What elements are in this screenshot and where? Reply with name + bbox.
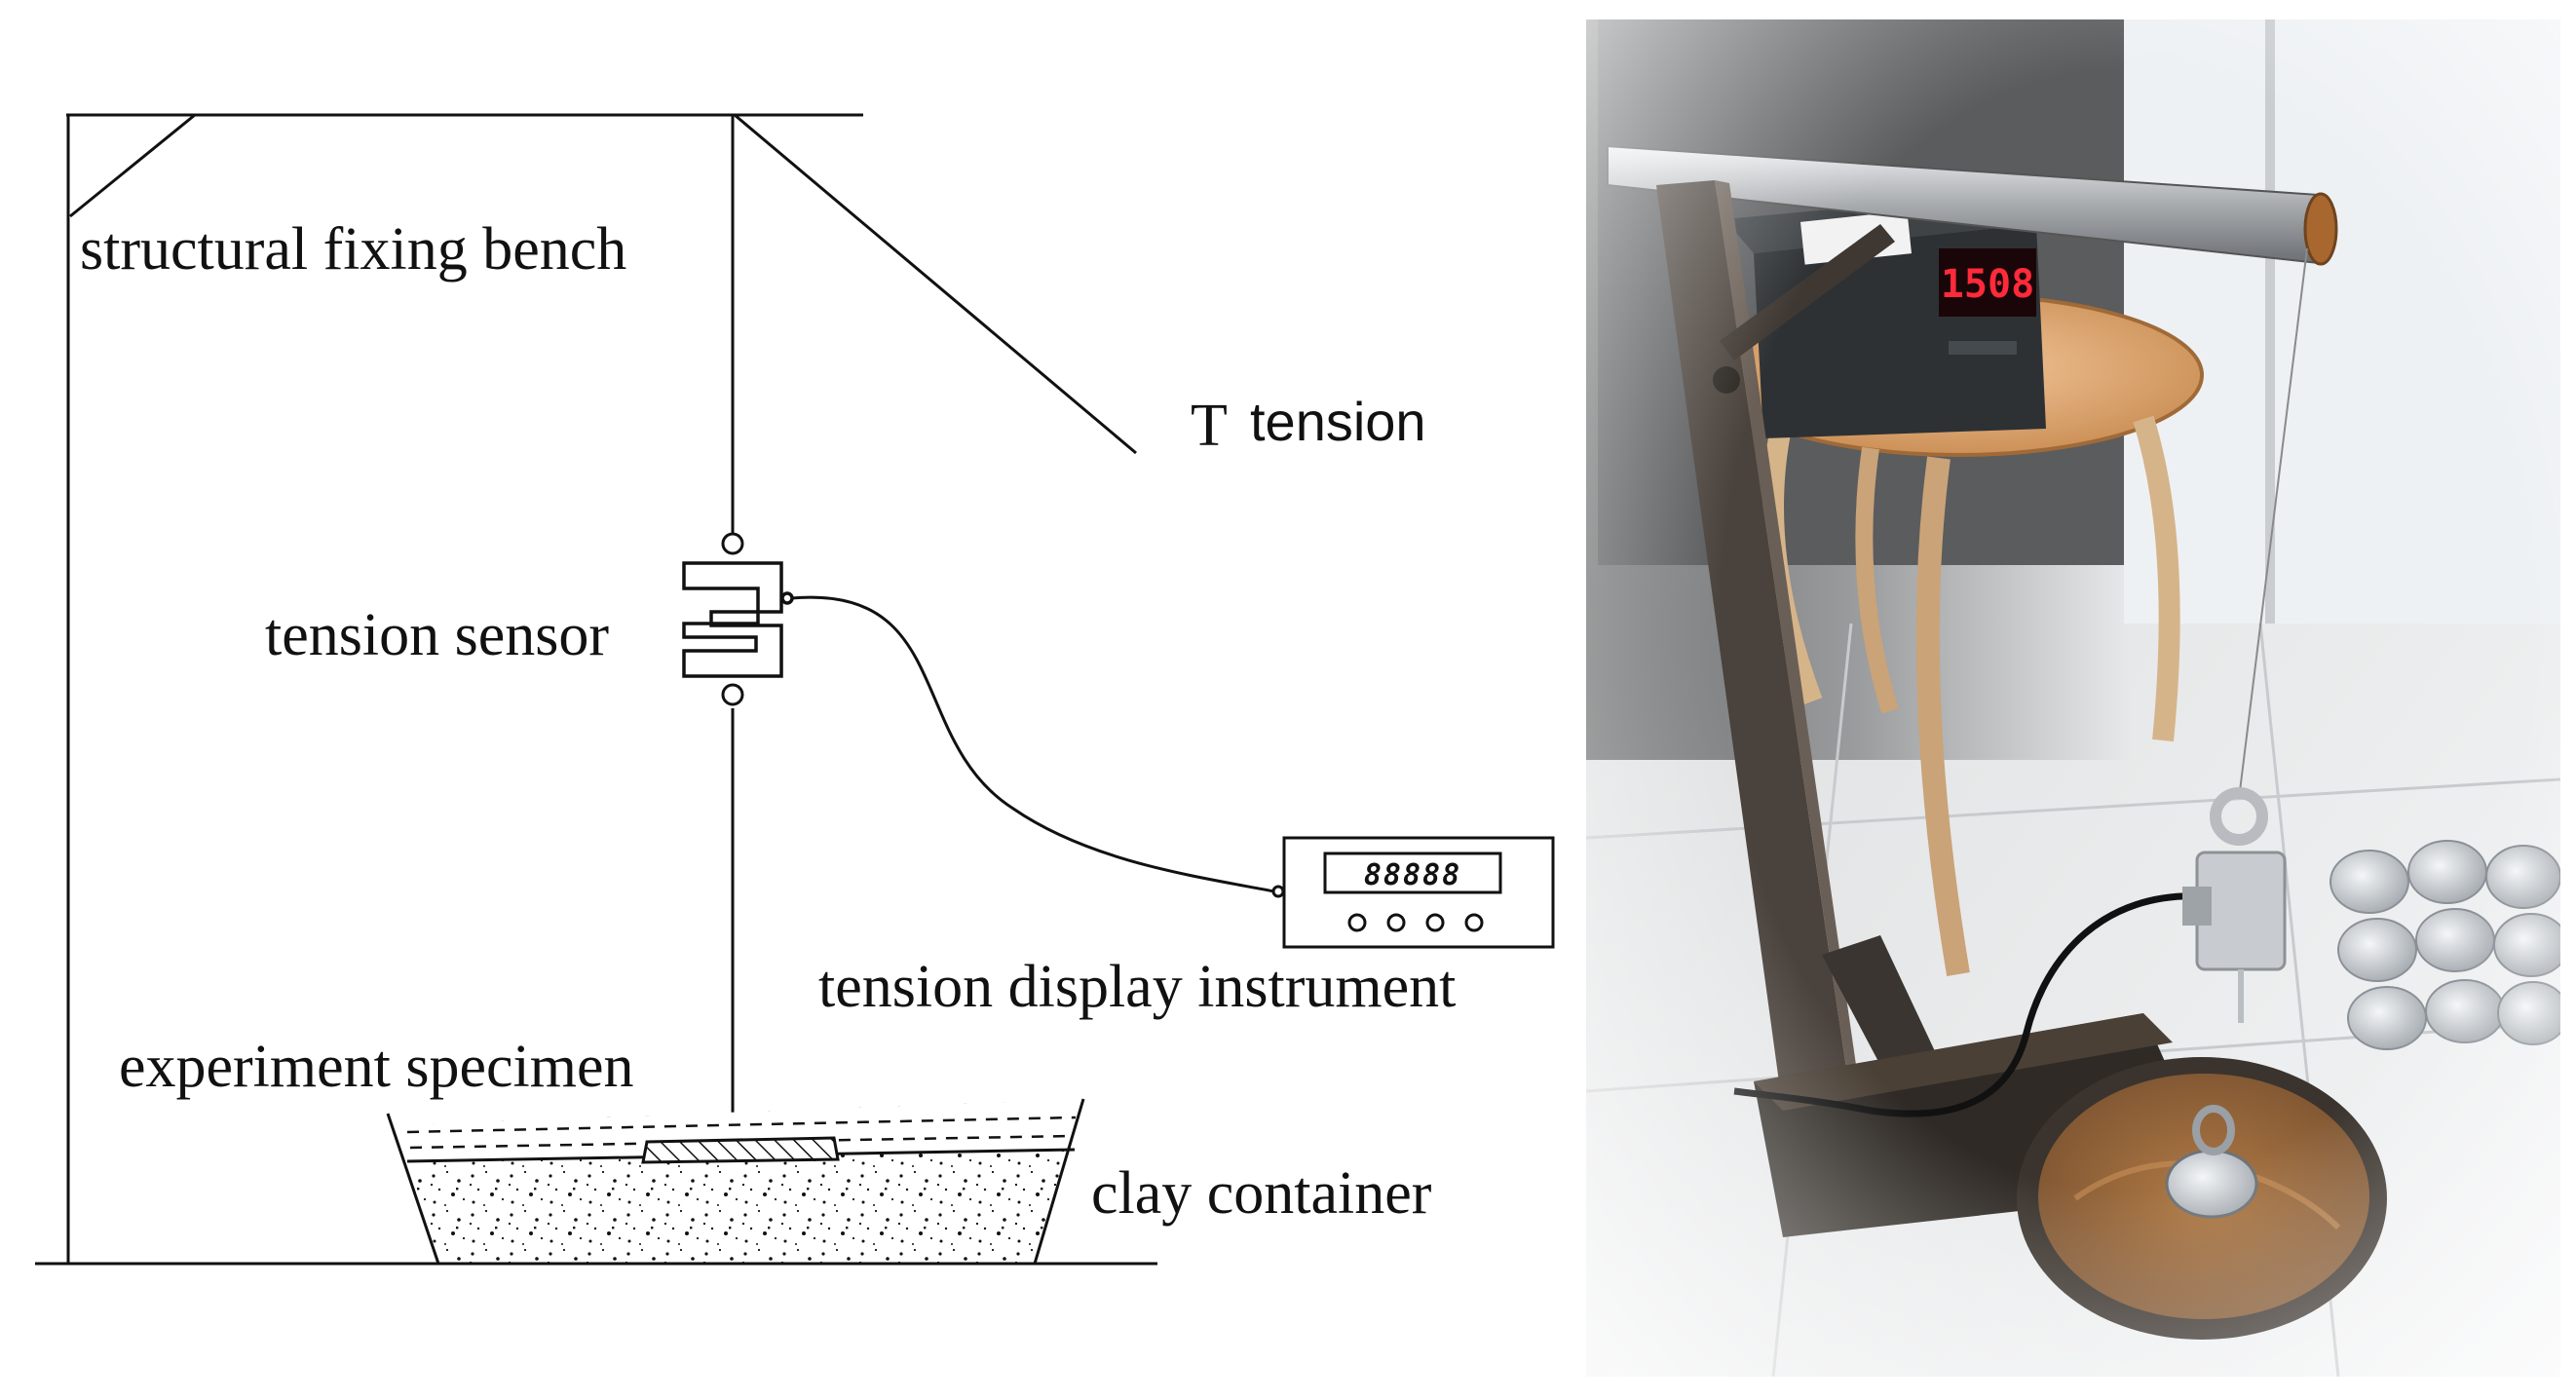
label-experiment-specimen: experiment specimen	[119, 1034, 634, 1100]
clay-container	[386, 1098, 1085, 1266]
label-structural-fixing-bench: structural fixing bench	[80, 216, 626, 283]
container-outline	[386, 1098, 1085, 1266]
display-readout: 88888	[1364, 858, 1461, 892]
digital-display-icon: 88888	[1282, 836, 1555, 949]
apparatus-photo: 1508	[1586, 19, 2560, 1377]
photo-vignette	[1586, 19, 2560, 1377]
display-buttons	[1347, 913, 1484, 932]
display-button	[1347, 913, 1367, 932]
label-clay-container: clay container	[1091, 1160, 1432, 1227]
label-tension: tension	[1250, 391, 1426, 452]
water-dash-1	[406, 1116, 1077, 1134]
bench-brace	[69, 113, 196, 218]
label-tension-sensor: tension sensor	[265, 602, 609, 668]
display-button	[1425, 913, 1445, 932]
wire-ring-lower	[721, 683, 744, 706]
display-button	[1464, 913, 1484, 932]
cable-connector	[1271, 885, 1285, 898]
wire-ring-upper	[721, 532, 744, 555]
experiment-specimen-plate	[641, 1136, 840, 1164]
s-hook-load-cell-icon	[682, 561, 794, 678]
label-tension-display-instrument: tension display instrument	[818, 954, 1456, 1020]
label-tension-symbol: T	[1191, 393, 1228, 459]
display-button	[1386, 913, 1406, 932]
tension-leader-line	[734, 113, 1137, 455]
signal-cable	[790, 595, 1275, 893]
